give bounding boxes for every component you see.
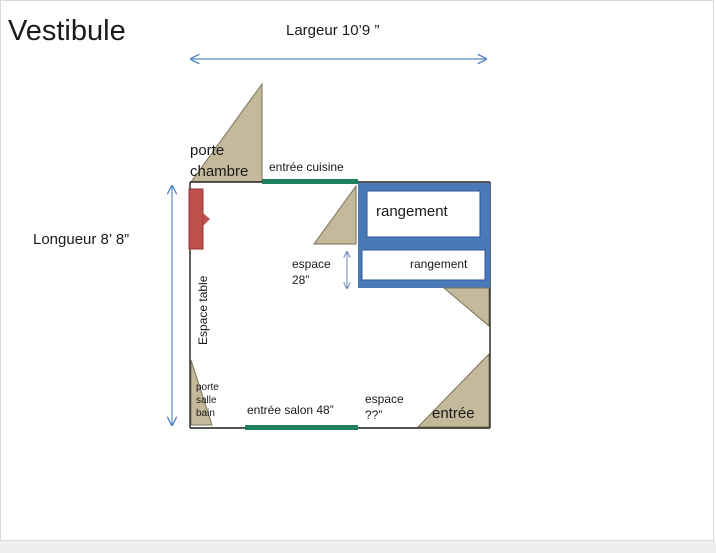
slide: [0, 0, 714, 541]
label-porte-salle-bain-line1: porte: [196, 382, 219, 393]
page-title: Vestibule: [8, 15, 126, 47]
opening-cuisine: [262, 179, 358, 184]
label-porte-chambre-line1: porte: [190, 142, 224, 159]
table-arrow: [203, 213, 210, 226]
label-porte-salle-bain-line2: salle: [196, 395, 217, 406]
table-block: [188, 188, 204, 250]
door-swing-salle-bain: [190, 359, 213, 426]
door-swing-entree: [416, 352, 490, 428]
storage-upper: [366, 190, 481, 238]
door-swing-rangement: [442, 287, 490, 328]
label-porte-salle-bain-line3: bain: [196, 408, 215, 419]
door-swing-cuisine: [313, 184, 357, 245]
label-espace-qq-line1: espace: [365, 392, 404, 406]
label-rangement-lower: rangement: [410, 257, 468, 271]
label-espace-28-line2: 28”: [292, 273, 309, 287]
label-espace-qq-line2: ??”: [365, 408, 382, 422]
label-rangement-upper: rangement: [376, 203, 449, 220]
width-label: Largeur 10’9 ”: [286, 22, 379, 39]
storage-lower: [361, 249, 486, 281]
label-entree-salon: entrée salon 48”: [247, 403, 334, 417]
bottom-strip: [0, 541, 716, 553]
label-porte-chambre-line2: chambre: [190, 163, 248, 180]
label-espace-table: Espace table: [196, 275, 210, 345]
length-label: Longueur 8’ 8”: [33, 231, 129, 248]
opening-salon: [245, 425, 358, 430]
label-espace-28-line1: espace: [292, 257, 331, 271]
label-entree-cuisine: entrée cuisine: [269, 160, 344, 174]
label-entree: entrée: [432, 405, 475, 422]
